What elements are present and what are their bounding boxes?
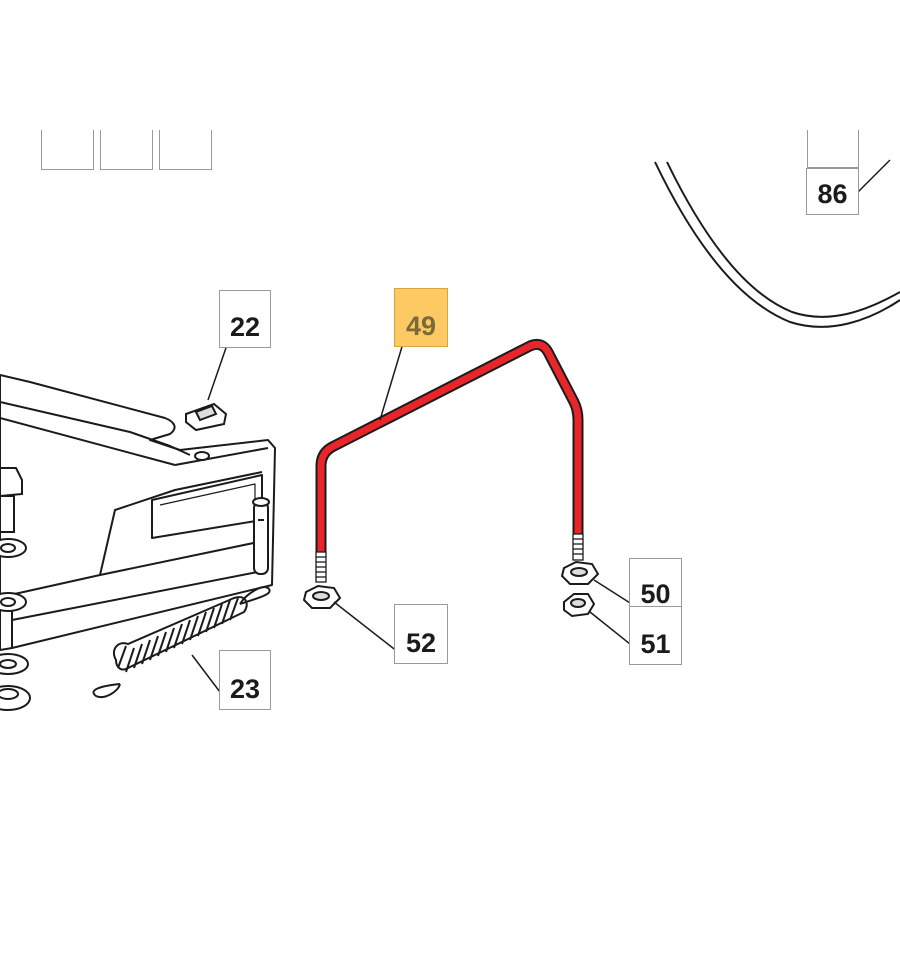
- callout-label: 52: [405, 628, 437, 658]
- pin-drawing: [252, 497, 270, 575]
- cropped-callout-box: [807, 130, 859, 168]
- cropped-callout-box: [159, 130, 212, 170]
- callout-51[interactable]: 51: [629, 606, 682, 665]
- callout-label: 22: [229, 312, 261, 342]
- callout-23[interactable]: 23: [219, 650, 271, 710]
- bolt-and-washers-drawing: [0, 467, 31, 711]
- belt-drawing: [654, 161, 900, 328]
- spring-part-23: [92, 586, 271, 698]
- leader-52: [333, 601, 399, 653]
- nut-part-50: [560, 560, 600, 585]
- leader-49: [379, 339, 405, 421]
- washer-part-51: [563, 593, 596, 618]
- callout-label: 51: [640, 629, 671, 659]
- callout-label: 86: [817, 179, 848, 209]
- cropped-callout-box: [41, 130, 94, 170]
- nut-part-52: [302, 584, 342, 609]
- callout-label: 49: [405, 311, 437, 341]
- callout-86[interactable]: 86: [806, 168, 859, 215]
- callout-label: 50: [640, 579, 671, 609]
- callout-52[interactable]: 52: [394, 604, 448, 664]
- callout-22[interactable]: 22: [219, 290, 271, 348]
- leader-22: [207, 341, 229, 401]
- callout-label: 23: [229, 674, 261, 704]
- rod-part-49: [315, 339, 584, 583]
- deck-bracket-drawing: [0, 374, 276, 651]
- clip-part-22: [185, 402, 228, 432]
- callout-49-highlighted[interactable]: 49: [394, 288, 448, 347]
- cropped-callout-box: [100, 130, 153, 170]
